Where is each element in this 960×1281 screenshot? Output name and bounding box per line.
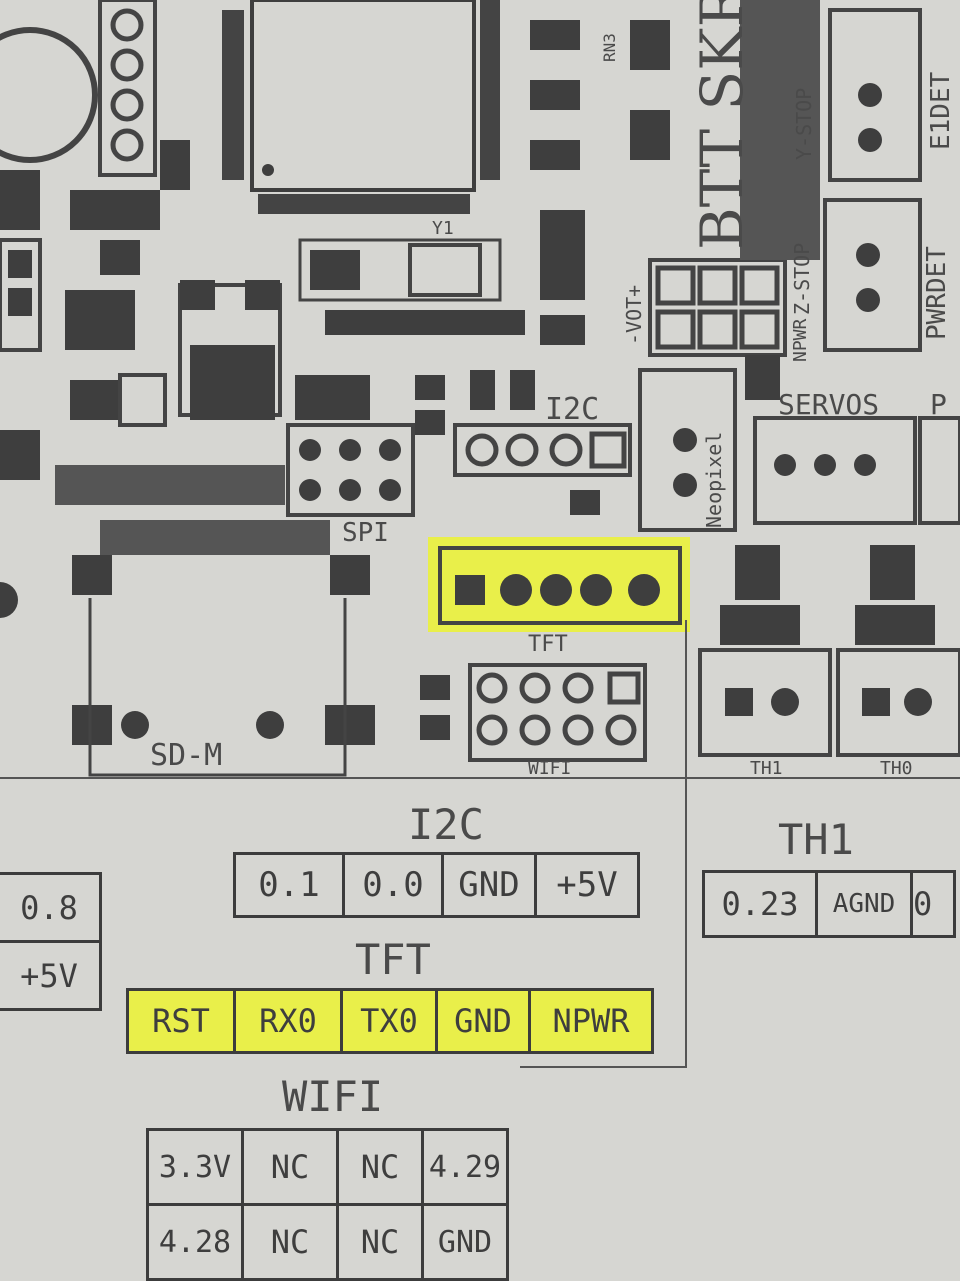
tft-pin-rx0: RX0	[233, 988, 343, 1054]
left-pin-table: 0.8 +5V	[0, 872, 102, 1011]
rn3-label: RN3	[600, 33, 619, 62]
zstop-label: Z-STOP	[790, 242, 814, 315]
i2c-pin-3: +5V	[534, 852, 640, 918]
tft-pin-table: RST RX0 TX0 GND NPWR	[126, 988, 654, 1054]
e1det-label: E1DET	[926, 71, 956, 150]
board-title: BTT SKR	[688, 0, 756, 250]
tft-trace-line	[685, 778, 687, 1068]
wifi-pin-r1c3: GND	[421, 1203, 509, 1281]
servos-label: SERVOS	[778, 388, 880, 421]
i2c-pin-2: GND	[441, 852, 537, 918]
th1-title: TH1	[778, 815, 854, 864]
spi-board-label: SPI	[342, 518, 389, 548]
wifi-pin-r1c2: NC	[336, 1203, 424, 1281]
tft-pin-tx0: TX0	[340, 988, 438, 1054]
board-drawing	[0, 0, 960, 780]
tft-pin-gnd: GND	[435, 988, 531, 1054]
i2c-pin-1: 0.0	[342, 852, 444, 918]
vot-label: -VOT+	[622, 284, 646, 345]
left-pin-1: +5V	[0, 940, 102, 1011]
th0-board-label: TH0	[880, 758, 913, 779]
th1-pin-2: 0	[910, 870, 956, 938]
th1-pin-0: 0.23	[702, 870, 818, 938]
left-pin-0: 0.8	[0, 872, 102, 943]
tft-pin-rst: RST	[126, 988, 236, 1054]
tft-board-label: TFT	[528, 632, 568, 657]
wifi-pin-table: 3.3V NC NC 4.29 4.28 NC NC GND	[146, 1128, 509, 1281]
wifi-pin-r0c0: 3.3V	[146, 1128, 244, 1206]
npwr-board-label: NPWR	[790, 318, 811, 362]
i2c-title: I2C	[408, 800, 484, 849]
sd-board-label: SD-M	[150, 738, 223, 773]
pwrdet-label: PWRDET	[922, 246, 952, 340]
wifi-title: WIFI	[282, 1072, 384, 1121]
tft-trace-line-bottom	[520, 1066, 687, 1068]
neopixel-label: Neopixel	[702, 431, 726, 528]
i2c-board-label: I2C	[545, 392, 600, 427]
th1-pin-1: AGND	[815, 870, 913, 938]
wifi-pin-r1c0: 4.28	[146, 1203, 244, 1281]
i2c-pin-0: 0.1	[233, 852, 345, 918]
tft-pin-npwr: NPWR	[528, 988, 654, 1054]
th1-board-label: TH1	[750, 758, 783, 779]
wifi-pin-r0c1: NC	[241, 1128, 339, 1206]
wifi-pin-r1c1: NC	[241, 1203, 339, 1281]
i2c-pin-table: 0.1 0.0 GND +5V	[233, 852, 640, 918]
wifi-pin-r0c3: 4.29	[421, 1128, 509, 1206]
y1-label: Y1	[432, 218, 454, 239]
ystop-label: Y-STOP	[792, 87, 816, 160]
th1-pin-table: 0.23 AGND 0	[702, 870, 956, 938]
tft-title: TFT	[355, 935, 431, 984]
wifi-pin-r0c2: NC	[336, 1128, 424, 1206]
wifi-board-label: WIFI	[528, 758, 572, 779]
servos-next-label: P	[930, 388, 947, 421]
